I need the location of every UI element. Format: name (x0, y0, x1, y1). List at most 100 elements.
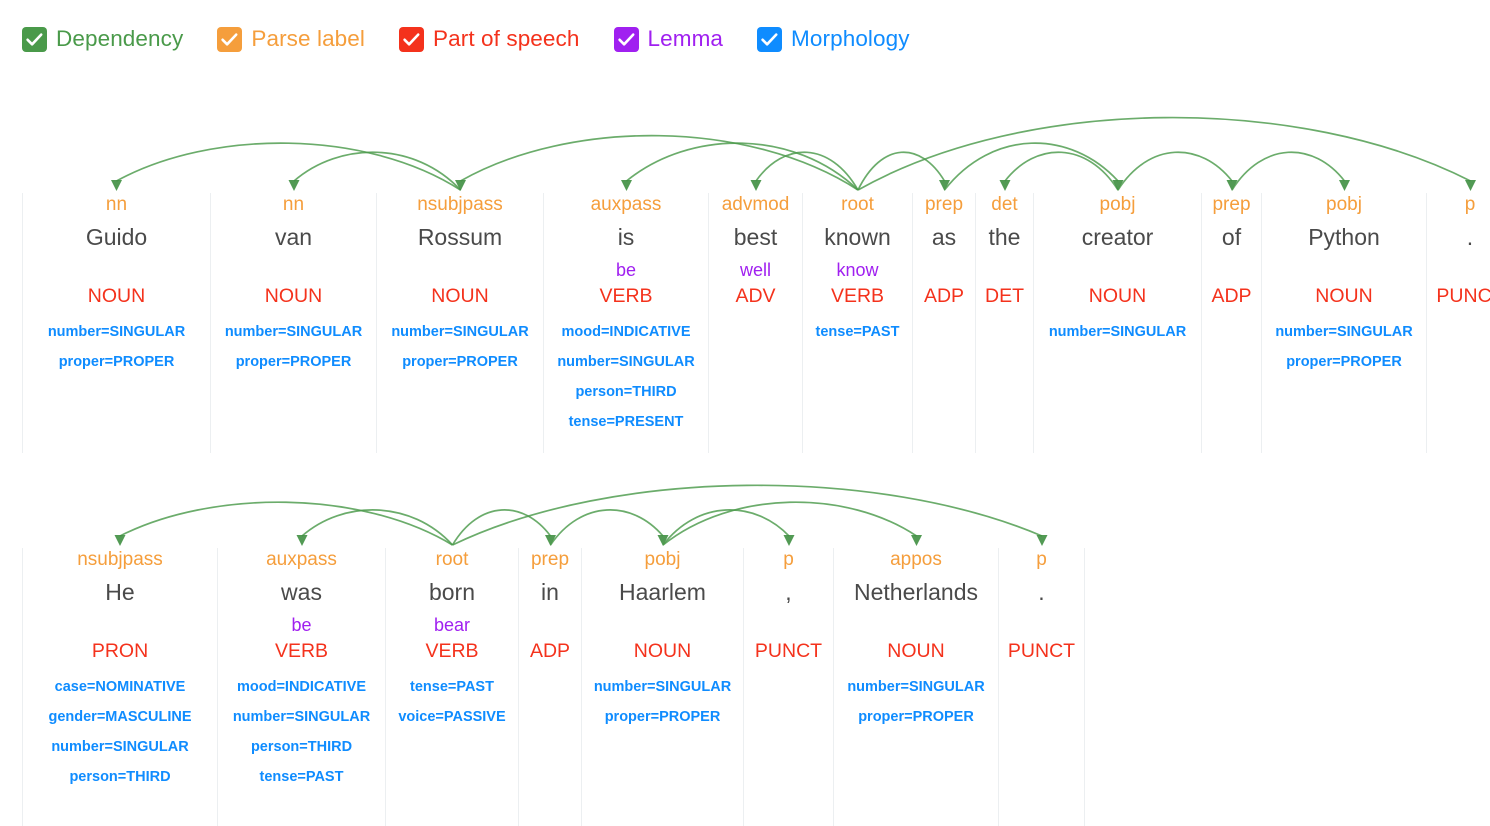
token-morphology-feature: case=NOMINATIVE (54, 679, 186, 695)
dependency-arc (857, 116, 1471, 191)
token-dependency-label: nsubjpass (77, 549, 163, 570)
token-part-of-speech: DET (985, 285, 1024, 307)
dependency-arrowhead-icon (750, 180, 762, 191)
token-dependency-label: auxpass (590, 194, 662, 215)
token-dependency-label: pobj (1326, 194, 1362, 215)
token-part-of-speech: VERB (830, 285, 885, 307)
token-cell[interactable]: p. PUNCT (999, 548, 1085, 826)
token-lemma: be (291, 615, 312, 635)
dependency-arrowhead-icon (783, 535, 795, 546)
checkbox-checked-icon[interactable] (757, 26, 783, 52)
legend-label: Part of speech (433, 26, 580, 51)
legend-toggle-lemma[interactable]: Lemma (613, 26, 724, 52)
token-morphology-feature: number=SINGULAR (1275, 324, 1413, 340)
token-word: the (988, 224, 1021, 250)
token-part-of-speech: NOUN (87, 285, 146, 307)
token-morphology-feature: number=SINGULAR (847, 679, 985, 695)
checkbox-checked-icon[interactable] (22, 26, 47, 52)
legend-toggle-morphology[interactable]: Morphology (757, 26, 910, 52)
dependency-arrowhead-icon (939, 180, 950, 191)
token-part-of-speech: PUNCT (1007, 640, 1076, 662)
dependency-arc (662, 509, 790, 546)
token-morphology-feature: number=SINGULAR (557, 354, 695, 370)
dependency-arc (460, 134, 859, 191)
token-dependency-label: nn (282, 194, 305, 215)
token-word: He (105, 579, 135, 605)
token-word: Rossum (417, 224, 503, 250)
token-lemma: be (615, 260, 637, 280)
token-lemma: well (739, 260, 771, 280)
token-part-of-speech: NOUN (1088, 285, 1147, 307)
checkbox-checked-icon[interactable] (399, 26, 425, 52)
legend-toggle-part-of-speech[interactable]: Part of speech (399, 26, 580, 52)
token-word: as (931, 224, 957, 250)
token-morphology-feature: number=SINGULAR (47, 324, 186, 340)
token-dependency-label: p (783, 549, 794, 570)
legend-label: Morphology (791, 26, 910, 51)
dependency-arc (1117, 151, 1233, 191)
token-word: , (785, 579, 792, 605)
token-part-of-speech: PUNCT (1436, 285, 1490, 307)
dependency-arc (662, 501, 917, 546)
token-morphology-feature: proper=PROPER (402, 354, 518, 370)
dependency-arrowhead-icon (1112, 180, 1124, 191)
token-morphology-feature: person=THIRD (69, 769, 171, 785)
token-part-of-speech: NOUN (264, 285, 323, 307)
token-part-of-speech: ADV (735, 285, 776, 307)
token-cell[interactable]: p, PUNCT (744, 548, 834, 826)
dependency-arcs-sentence-2 (114, 484, 1048, 546)
token-dependency-label: appos (890, 549, 942, 570)
token-morphology-feature: tense=PRESENT (568, 414, 684, 430)
token-word: Python (1308, 224, 1380, 250)
token-morphology-feature: person=THIRD (250, 739, 353, 755)
token-dependency-label: p (1036, 549, 1047, 570)
checkbox-checked-icon[interactable] (613, 26, 639, 52)
token-morphology-feature: voice=PASSIVE (398, 709, 506, 725)
dependency-arcs-sentence-1 (111, 116, 1476, 191)
dependency-arc (451, 509, 552, 546)
dependency-arc (452, 484, 1043, 546)
token-part-of-speech: NOUN (887, 640, 945, 662)
token-word: of (1221, 224, 1242, 250)
token-dependency-label: pobj (1099, 194, 1136, 215)
token-word: born (428, 579, 476, 605)
legend-toggle-parse-label[interactable]: Parse label (217, 26, 365, 52)
token-word: is (617, 224, 635, 250)
token-part-of-speech: VERB (425, 640, 479, 662)
token-part-of-speech: NOUN (633, 640, 692, 662)
token-dependency-label: root (841, 194, 874, 215)
token-morphology-feature: proper=PROPER (235, 354, 352, 370)
dependency-arrowhead-icon (657, 535, 669, 546)
dependency-arrowhead-icon (1226, 180, 1238, 191)
checkbox-checked-icon[interactable] (217, 26, 243, 52)
token-part-of-speech: ADP (529, 640, 571, 662)
dependency-arc (1004, 151, 1119, 191)
token-cell[interactable]: p. PUNCT (1427, 193, 1490, 453)
token-word: Guido (85, 224, 148, 250)
token-dependency-label: root (435, 549, 469, 570)
dependency-arrowhead-icon (999, 180, 1011, 191)
dependency-arc (116, 142, 461, 191)
token-part-of-speech: PUNCT (754, 640, 823, 662)
legend-toggle-dependency[interactable]: Dependency (22, 26, 183, 52)
token-word: Haarlem (619, 579, 706, 605)
